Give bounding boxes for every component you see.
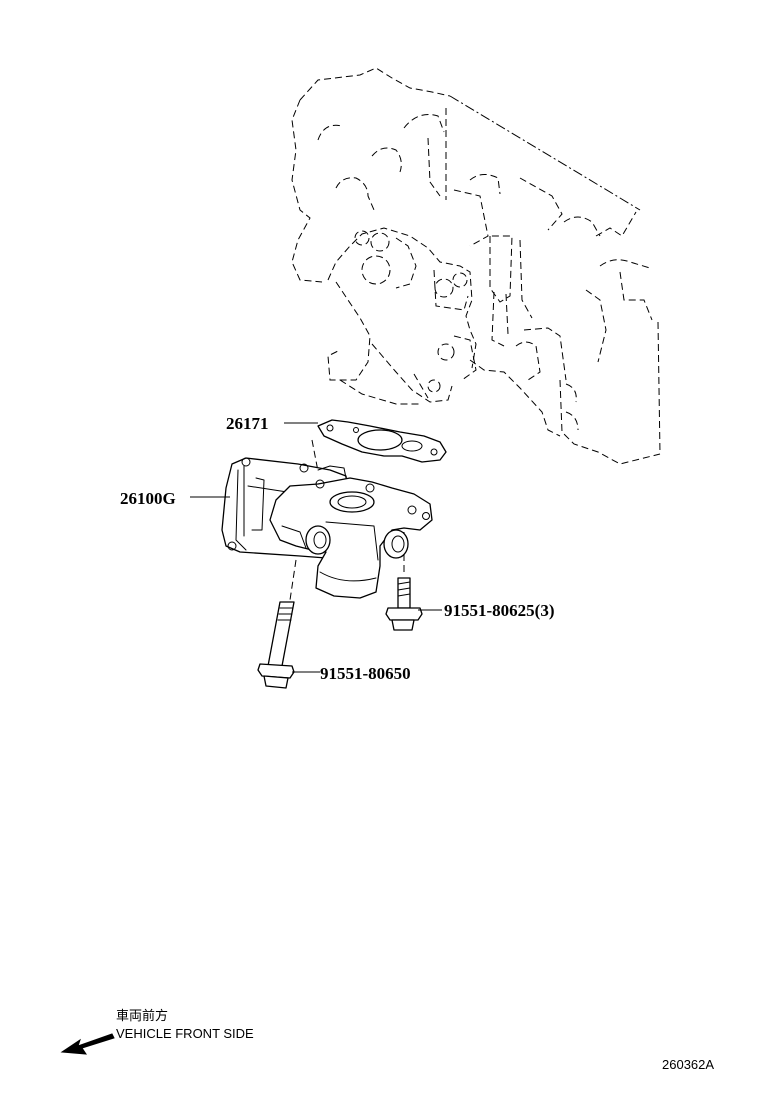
arrow-left-down-icon — [60, 1033, 115, 1055]
callout-gasket: 26171 — [226, 414, 269, 433]
direction-label-en: VEHICLE FRONT SIDE — [116, 1026, 254, 1041]
egr-valve-part — [221, 457, 433, 599]
engine-block-outline — [291, 67, 661, 465]
figure-reference: 260362A — [662, 1057, 714, 1072]
alignment-line-gasket — [413, 373, 429, 399]
callout-short-bolt: 91551-80625(3) — [444, 601, 554, 620]
gasket-part — [317, 419, 447, 463]
alignment-line-long-bolt — [289, 559, 297, 601]
long-bolt-part — [257, 601, 295, 689]
callout-egr-valve: 26100G — [120, 489, 176, 508]
callout-long-bolt: 91551-80650 — [320, 664, 411, 683]
short-bolt-part — [385, 577, 423, 631]
direction-label-jp: 車両前方 — [116, 1008, 168, 1023]
